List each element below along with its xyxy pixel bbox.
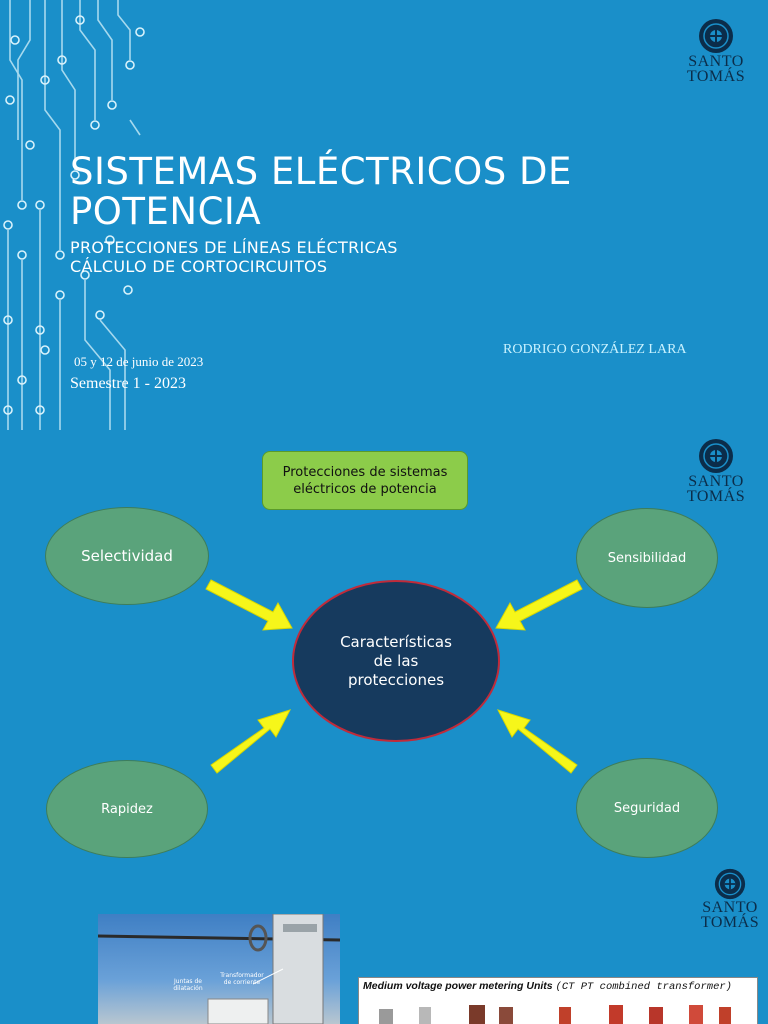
author-name: RODRIGO GONZÁLEZ LARA: [503, 342, 687, 357]
arrow-rapidez: [210, 709, 291, 774]
page-title: SISTEMAS ELÉCTRICOS DE POTENCIA: [70, 152, 572, 232]
subtitle: PROTECCIONES DE LÍNEAS ELÉCTRICAS CÁLCUL…: [70, 238, 398, 276]
center-ellipse: Características de las protecciones: [292, 580, 500, 742]
photo-label-2: Transformador de corriente: [220, 972, 264, 986]
circuit-decoration: [3, 0, 145, 430]
ellipse-selectividad: Selectividad: [45, 507, 209, 605]
title-line2: POTENCIA: [70, 190, 262, 233]
seal-icon: [714, 868, 746, 900]
semester-text: Semestre 1 - 2023: [70, 375, 186, 392]
center-label: Características de las protecciones: [340, 632, 452, 689]
ellipse-sensibilidad: Sensibilidad: [576, 508, 718, 608]
seal-icon: [699, 19, 733, 53]
santo-tomas-logo: SANTO TOMÁS: [676, 18, 756, 85]
title-line1: SISTEMAS ELÉCTRICOS DE: [70, 150, 572, 193]
title-slide: SANTO TOMÁS SISTEMAS ELÉCTRICOS DE POTEN…: [0, 0, 768, 432]
photo-slide: SANTO TOMÁS Juntas de dilatación Transfo…: [0, 864, 768, 1024]
photo-caption: Medium voltage power metering Units (CT …: [359, 978, 757, 995]
photo-label-1: Juntas de dilatación: [173, 978, 203, 992]
logo-line2: TOMÁS: [686, 488, 746, 505]
santo-tomas-logo: SANTO TOMÁS: [676, 438, 756, 505]
logo-line2: TOMÁS: [686, 68, 746, 85]
seal-icon: [699, 439, 733, 473]
logo-line1: SANTO: [688, 473, 744, 490]
santo-tomas-logo: SANTO TOMÁS: [690, 868, 768, 931]
subtitle-line1: PROTECCIONES DE LÍNEAS ELÉCTRICAS: [70, 238, 398, 257]
metering-units-photo: Medium voltage power metering Units (CT …: [358, 977, 758, 1024]
transformer-illustration: [98, 914, 340, 1024]
subtitle-line2: CÁLCULO DE CORTOCIRCUITOS: [70, 257, 328, 276]
diagram-slide: SANTO TOMÁS Protecciones de sistemas elé…: [0, 432, 768, 864]
ellipse-seguridad: Seguridad: [576, 758, 718, 858]
caption-paren: (CT PT combined transformer): [555, 981, 732, 993]
metering-units-illustration: [379, 1005, 731, 1024]
arrow-sensibilidad: [495, 579, 583, 631]
diagram-header-box: Protecciones de sistemas eléctricos de p…: [262, 451, 468, 510]
arrows-layer: [205, 579, 583, 774]
current-transformer-photo: Juntas de dilatación Transformador de co…: [98, 914, 340, 1024]
logo-line1: SANTO: [702, 899, 758, 916]
arrow-selectividad: [205, 579, 293, 631]
date-text: 05 y 12 de junio de 2023: [74, 354, 204, 369]
ellipse-rapidez: Rapidez: [46, 760, 208, 858]
arrow-seguridad: [497, 709, 578, 774]
caption-main: Medium voltage power metering Units: [363, 980, 553, 992]
logo-line1: SANTO: [688, 53, 744, 70]
logo-line2: TOMÁS: [700, 914, 760, 931]
